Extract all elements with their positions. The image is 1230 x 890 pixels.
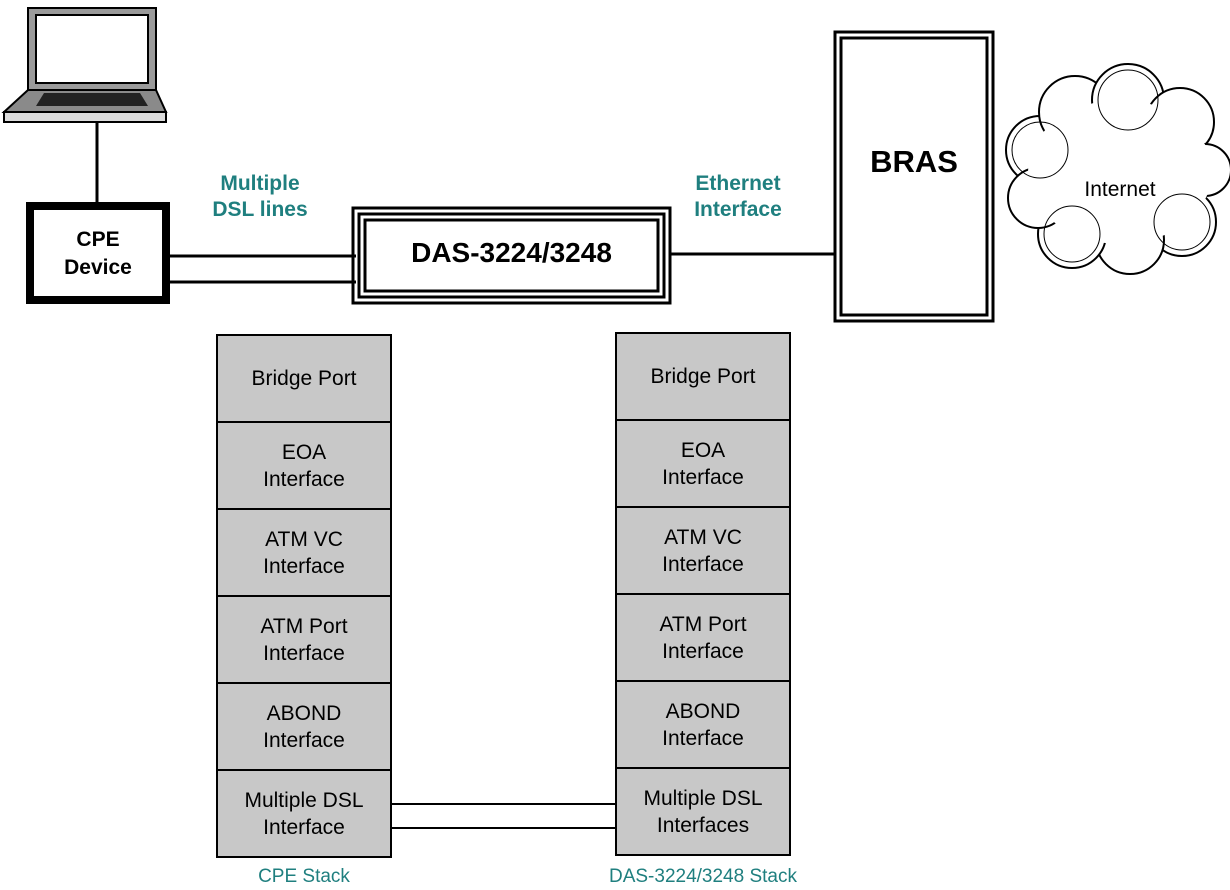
- das-device-label: DAS-3224/3248: [411, 237, 612, 268]
- cpe-stack-caption: CPE Stack: [258, 866, 350, 887]
- das-stack-caption: DAS-3224/3248 Stack: [608, 866, 797, 887]
- cpe-stack-multiple-dsl-interface: Multiple DSL Interface: [216, 769, 392, 858]
- das-stack-atm-port-interface: ATM Port Interface: [615, 593, 791, 682]
- cpe-stack-eoa-interface: EOA Interface: [216, 421, 392, 510]
- ethernet-interface-label: Ethernet Interface: [694, 172, 782, 221]
- cloud-icon: [1005, 63, 1230, 275]
- dsl-lines-label: Multiple DSL lines: [212, 172, 308, 221]
- bras-label: BRAS: [870, 144, 958, 179]
- das-stack-multiple-dsl-interfaces: Multiple DSL Interfaces: [615, 767, 791, 856]
- internet-label: Internet: [1084, 178, 1156, 201]
- cpe-device-label: CPE Device: [64, 228, 132, 279]
- cpe-stack-bridge-port: Bridge Port: [216, 334, 392, 423]
- cpe-stack-abond-interface: ABOND Interface: [216, 682, 392, 771]
- das-stack-abond-interface: ABOND Interface: [615, 680, 791, 769]
- das-stack-eoa-interface: EOA Interface: [615, 419, 791, 508]
- laptop-icon: [1, 7, 168, 123]
- das-stack-bridge-port: Bridge Port: [615, 332, 791, 421]
- cpe-stack-atm-port-interface: ATM Port Interface: [216, 595, 392, 684]
- cpe-stack-atm-vc-interface: ATM VC Interface: [216, 508, 392, 597]
- das-stack-atm-vc-interface: ATM VC Interface: [615, 506, 791, 595]
- cpe-device-box: [26, 202, 170, 304]
